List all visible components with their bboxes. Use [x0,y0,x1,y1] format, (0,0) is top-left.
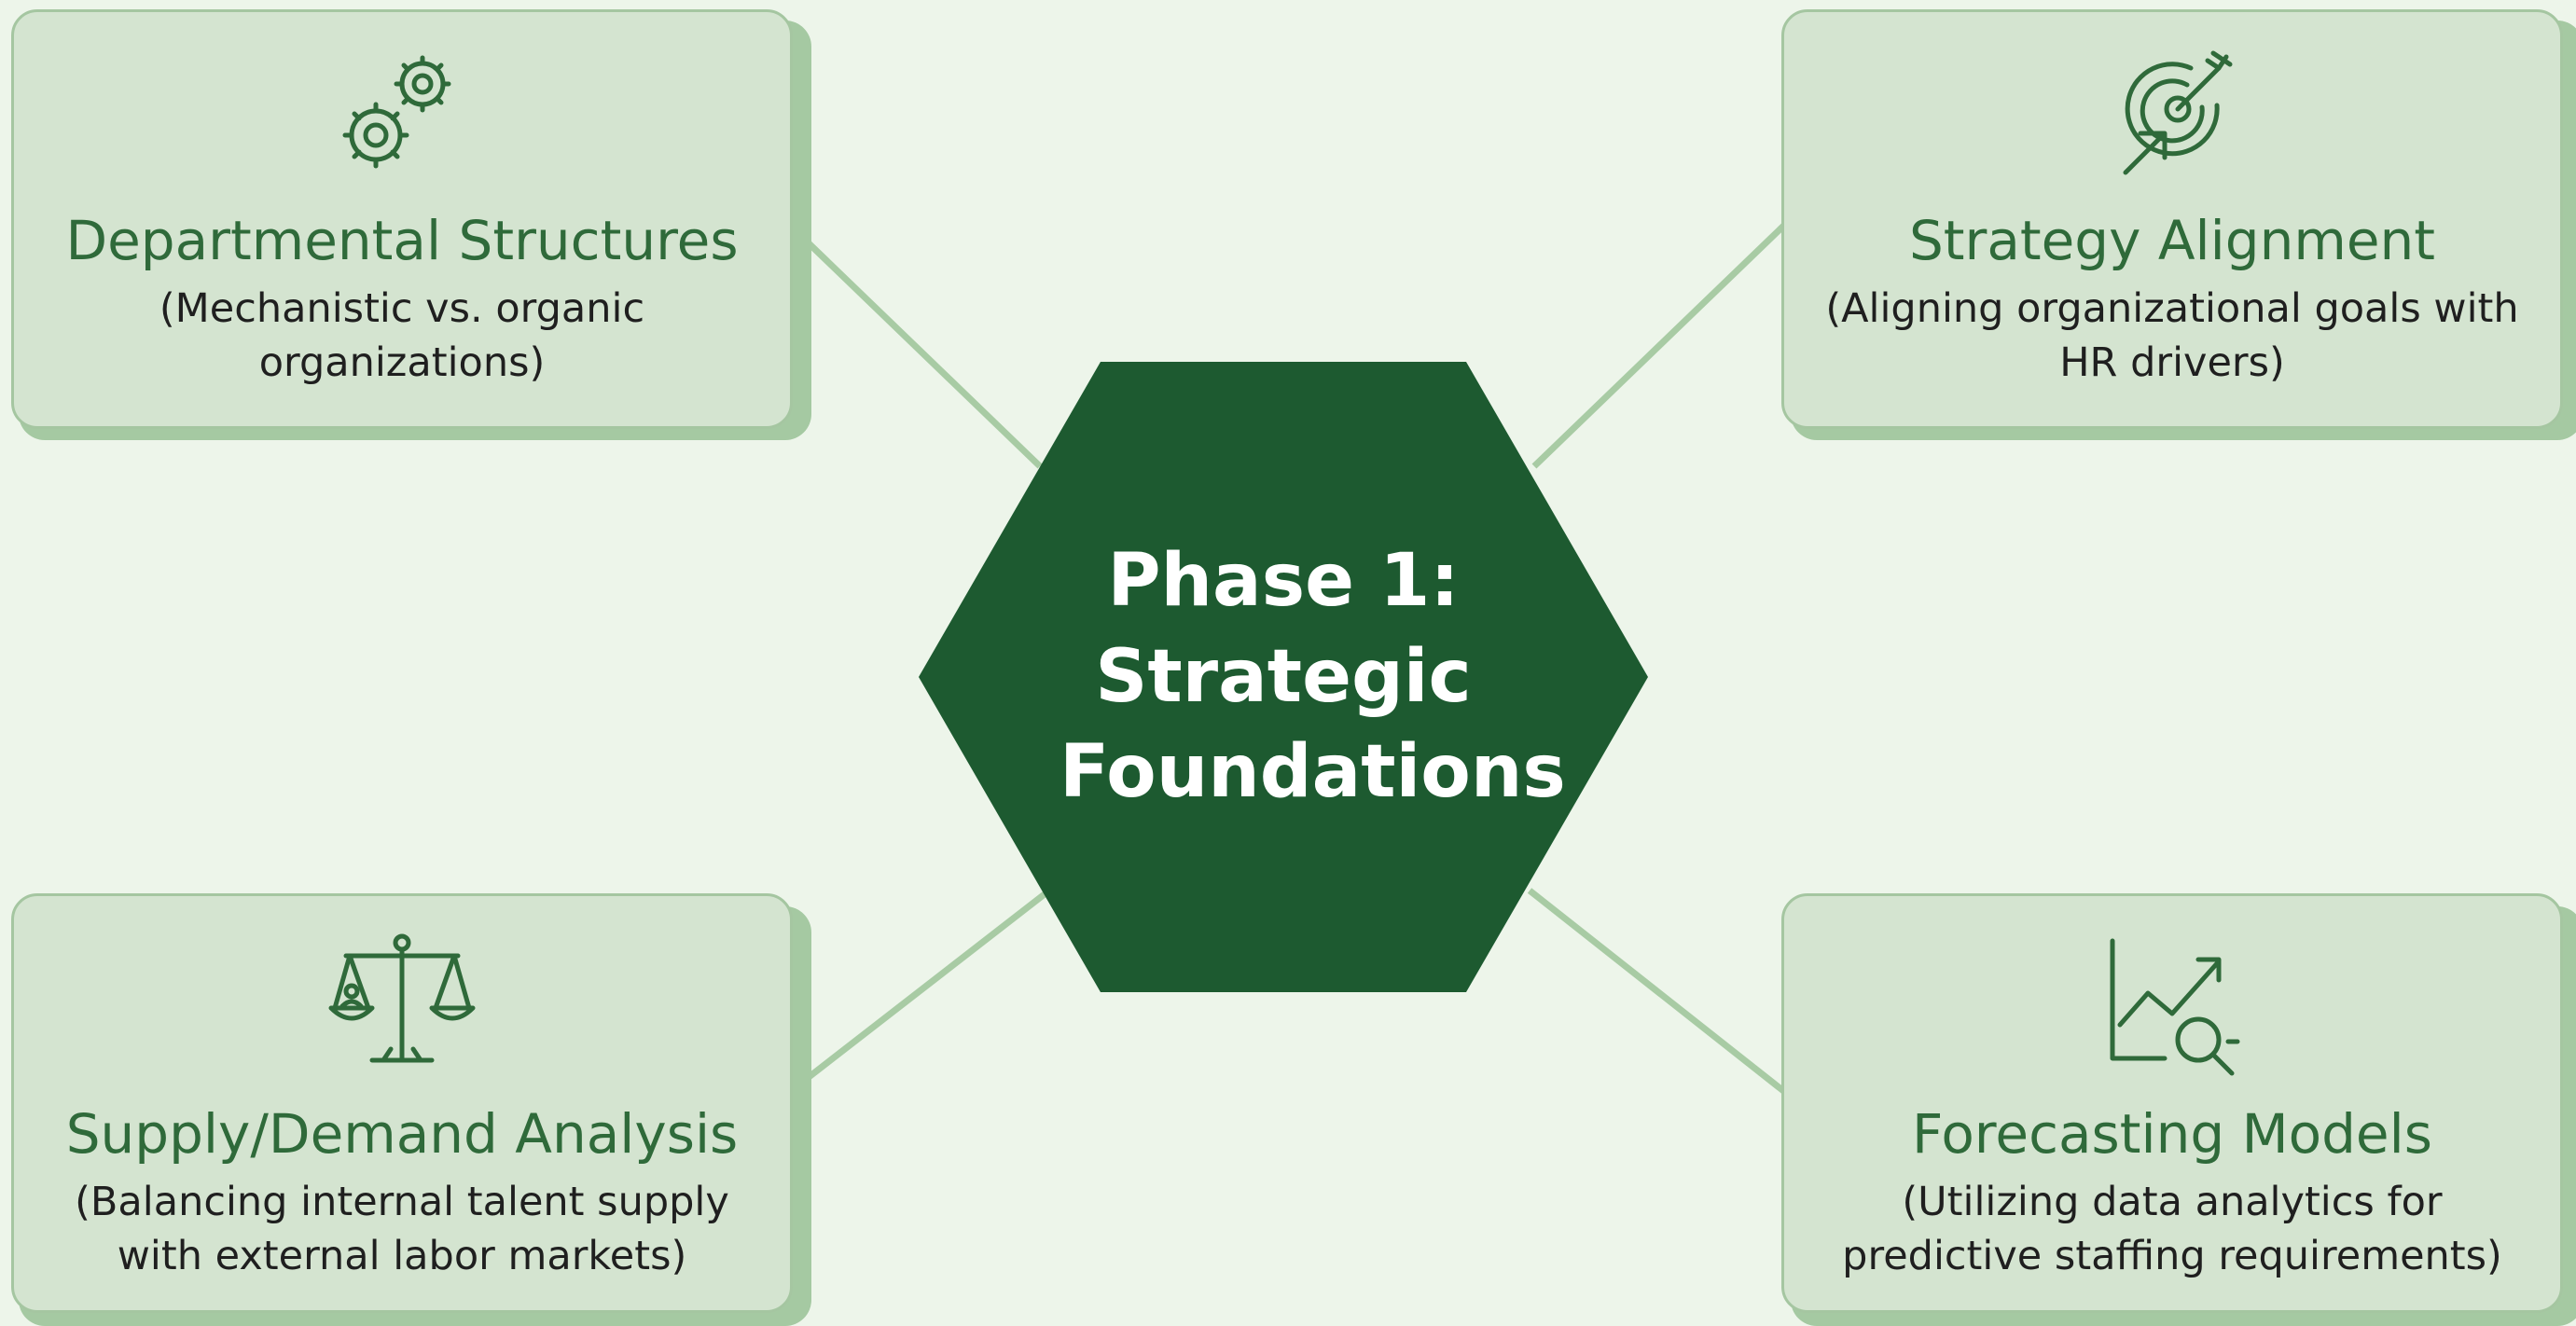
node-description: (Mechanistic vs. organic organizations) [159,284,645,386]
node-forecasting-models: Forecasting Models (Utilizing data analy… [1781,893,2563,1313]
trend-chart-magnifier-icon [2110,938,2240,1076]
center-title-box: Phase 1: Strategic Foundations [919,362,1648,992]
node-title: Forecasting Models [1912,1102,2432,1166]
center-title: Phase 1: Strategic Foundations [1059,538,1566,815]
node-strategy-alignment: Strategy Alignment (Aligning organizatio… [1781,9,2563,429]
balance-scale-icon [328,933,476,1063]
connector-bottom-left [776,888,1052,1103]
center-hexagon [919,362,1648,992]
node-description: (Balancing internal talent supply with e… [75,1178,729,1279]
node-description: (Utilizing data analytics for predictive… [1842,1178,2502,1279]
node-departmental-structures: Departmental Structures (Mechanistic vs.… [11,9,793,429]
node-description: (Aligning organizational goals with HR d… [1825,284,2519,386]
node-title: Strategy Alignment [1908,209,2436,272]
gears-icon [342,55,451,169]
connector-bottom-right [1527,888,1798,1103]
connector-top-right [1531,212,1798,469]
node-title: Supply/Demand Analysis [65,1102,739,1166]
target-arrow-icon [2123,50,2233,175]
connector-top-left [776,212,1043,469]
node-supply-demand-analysis: Supply/Demand Analysis (Balancing intern… [11,893,793,1313]
node-title: Departmental Structures [65,209,739,272]
